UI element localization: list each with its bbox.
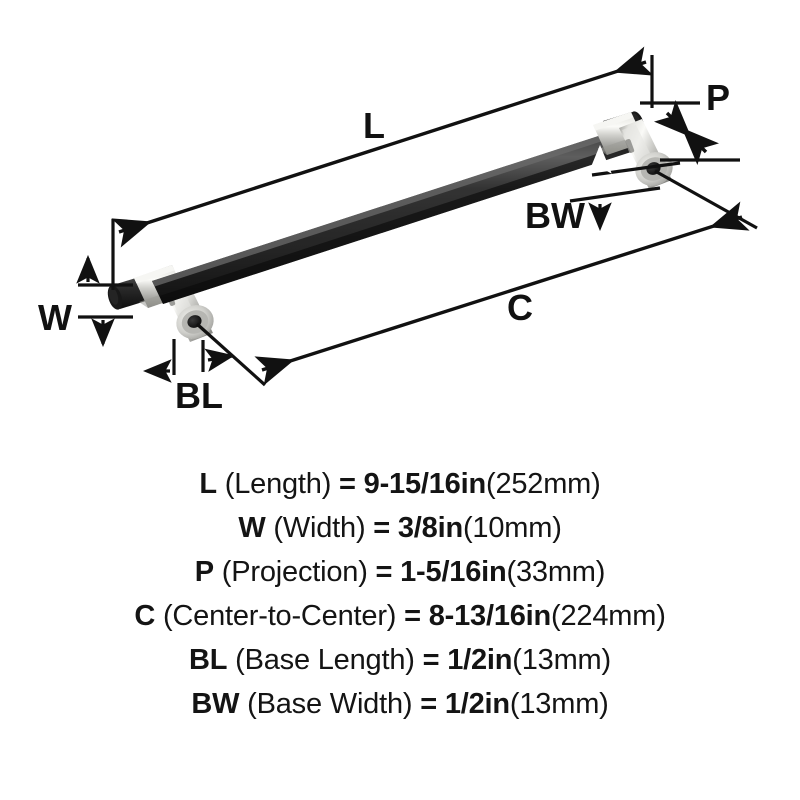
spec-equals: = [373, 512, 391, 544]
spec-row-center-to-center: C (Center-to-Center) = 8-13/16in(224mm) [0, 594, 800, 638]
spec-equals: = [420, 688, 437, 720]
dimension-projection [640, 99, 740, 166]
spec-imperial: 3/8in [397, 512, 463, 544]
dimension-label-base-length: BL [175, 375, 223, 416]
spec-symbol: C [134, 600, 156, 632]
spec-symbol: W [238, 512, 266, 544]
spec-symbol: BW [191, 688, 240, 720]
dimension-length [111, 46, 654, 290]
ctc-dimension-line [254, 201, 750, 386]
spec-description: (Projection) [221, 556, 368, 588]
spec-symbol: BL [189, 644, 228, 676]
spec-symbol: L [199, 468, 217, 500]
spec-equals: = [339, 468, 356, 500]
product-diagram-svg: L C W [38, 46, 758, 416]
spec-metric: (13mm) [509, 688, 609, 720]
right-end-assembly [593, 111, 673, 189]
spec-metric: (10mm) [462, 512, 562, 544]
dimension-label-width: W [38, 297, 72, 338]
spec-imperial: 1-5/16in [400, 556, 507, 588]
spec-description: (Base Width) [247, 688, 413, 720]
spec-row-width: W (Width) = 3/8in(10mm) [0, 506, 800, 550]
spec-row-length: L (Length) = 9-15/16in(252mm) [0, 462, 800, 506]
spec-equals: = [422, 644, 440, 676]
ctc-extension-right [654, 169, 758, 230]
dimension-label-projection: P [706, 77, 730, 118]
spec-description: (Base Length) [235, 644, 415, 676]
spec-metric: (13mm) [512, 644, 611, 676]
length-dimension-line [111, 46, 654, 248]
spec-metric: (252mm) [485, 468, 601, 500]
spec-row-projection: P (Projection) = 1-5/16in(33mm) [0, 550, 800, 594]
spec-row-base-length: BL (Base Length) = 1/2in(13mm) [0, 638, 800, 682]
dimension-label-center-to-center: C [507, 287, 533, 328]
basewidth-extension-bottom [569, 186, 661, 203]
spec-metric: (224mm) [551, 600, 666, 632]
spec-description: (Length) [224, 468, 332, 500]
dimension-label-length: L [363, 105, 385, 146]
baselength-arrow-right [204, 348, 235, 372]
spec-symbol: P [194, 556, 214, 588]
spec-row-base-width: BW (Base Width) = 1/2in(13mm) [0, 682, 800, 726]
dimension-center-to-center [195, 169, 758, 387]
specification-list: L (Length) = 9-15/16in(252mm) W (Width) … [0, 462, 800, 726]
spec-imperial: 8-13/16in [428, 600, 552, 632]
projection-dimension-line [653, 99, 720, 166]
spec-metric: (33mm) [506, 556, 606, 588]
dimension-base-length [142, 339, 235, 383]
product-diagram: L C W [38, 46, 758, 416]
dimension-width [76, 254, 133, 348]
spec-imperial: 1/2in [447, 644, 513, 676]
spec-description: (Width) [273, 512, 366, 544]
spec-description: (Center-to-Center) [162, 600, 397, 632]
spec-imperial: 9-15/16in [363, 468, 487, 500]
spec-equals: = [404, 600, 421, 632]
spec-equals: = [375, 556, 393, 588]
spec-imperial: 1/2in [444, 688, 510, 720]
dimension-label-base-width: BW [525, 195, 585, 236]
